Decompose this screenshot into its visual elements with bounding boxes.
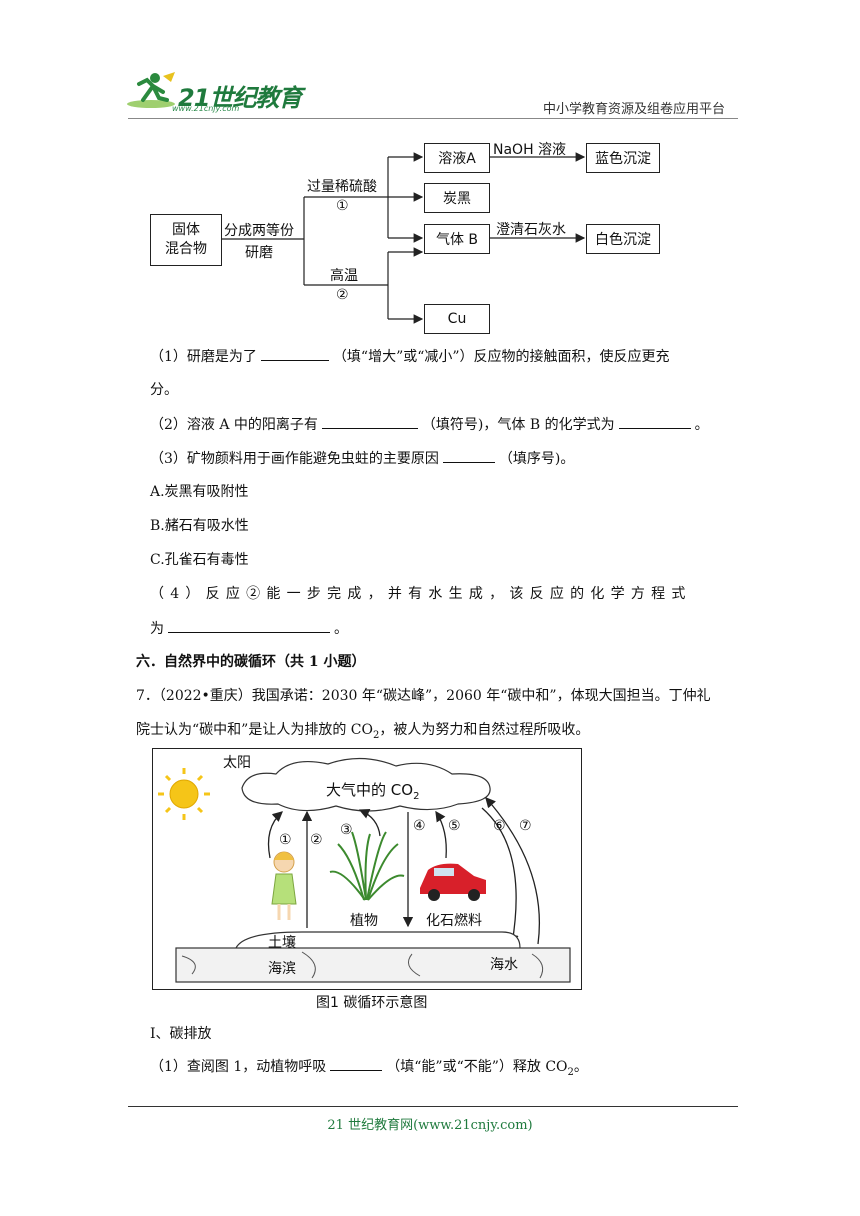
footer-text: 21 世纪教育网(www.21cnjy.com): [327, 1118, 533, 1133]
q2-text-b: （填符号)，气体 B 的化学式为: [421, 417, 615, 433]
sun-icon: [158, 768, 210, 820]
question-1: （1）研磨是为了 （填“增大”或“减小”）反应物的接触面积，使反应更充: [150, 346, 670, 367]
plant-icon: [329, 831, 405, 901]
logo-runner-icon: [125, 70, 177, 114]
mixture-label: 混合物: [165, 241, 207, 257]
fossil-fuel-label: 化石燃料: [426, 913, 482, 929]
plant-label: 植物: [350, 913, 378, 929]
step2-label: ②: [336, 287, 349, 303]
q2-text-c: 。: [694, 417, 709, 433]
option-b: B.赭石有吸水性: [150, 518, 249, 534]
q7-1-text-b: （填“能”或“不能”）释放 CO: [386, 1059, 568, 1075]
grind-label: 研磨: [245, 245, 273, 261]
car-icon: [420, 863, 486, 901]
shore-label: 海滨: [268, 961, 296, 977]
q2-blank-cations[interactable]: [321, 414, 418, 429]
naoh-label: NaOH 溶液: [493, 142, 567, 158]
sun-label: 太阳: [223, 755, 251, 771]
co2-subscript: 2: [372, 729, 380, 741]
part-1-heading: Ⅰ、碳排放: [150, 1026, 212, 1042]
solid-label: 固体: [172, 222, 200, 238]
option-c: C.孔雀石有毒性: [150, 552, 249, 568]
arrow-label-4: ④: [413, 818, 426, 834]
q1-text-b: （填“增大”或“减小”）反应物的接触面积，使反应更充: [332, 349, 670, 365]
box-solution-a: 溶液A: [424, 143, 490, 173]
q7-line2-b: ，被人为努力和自然过程所吸收。: [379, 722, 590, 738]
arrow-label-5: ⑤: [448, 818, 461, 834]
sea-label: 海水: [490, 957, 518, 973]
q4-text-b: 为: [150, 621, 164, 637]
question-4-line2: 为。: [150, 618, 348, 639]
q3-blank[interactable]: [442, 448, 495, 463]
section-6-heading: 六．自然界中的碳循环（共 1 小题）: [136, 654, 366, 670]
question-7-1: （1）查阅图 1，动植物呼吸 （填“能”或“不能”）释放 CO2。: [150, 1056, 588, 1083]
q7-1-blank[interactable]: [330, 1056, 383, 1071]
logo-text: 21世纪教育: [178, 84, 302, 112]
q7-1-subscript: 2: [567, 1066, 574, 1078]
box-blue-precipitate: 蓝色沉淀: [586, 143, 660, 173]
q7-line2-a: 院士认为“碳中和”是让人为排放的 CO: [136, 722, 373, 738]
q7-1-text-a: （1）查阅图 1，动植物呼吸: [150, 1059, 327, 1075]
q3-text-b: （填序号)。: [498, 451, 575, 467]
q2-blank-gas[interactable]: [618, 414, 691, 429]
cloud-icon: [241, 757, 491, 812]
header-divider: [128, 118, 738, 119]
arrow-label-3: ③: [340, 822, 353, 838]
question-2: （2）溶液 A 中的阳离子有 （填符号)，气体 B 的化学式为 。: [150, 414, 709, 435]
figure-caption: 图1 碳循环示意图: [316, 995, 428, 1011]
q3-text-a: （3）矿物颜料用于画作能避免虫蛀的主要原因: [150, 451, 439, 467]
ground-strip: [175, 947, 571, 983]
arrow-label-2: ②: [310, 832, 323, 848]
step1-label: ①: [336, 198, 349, 214]
box-white-precipitate: 白色沉淀: [586, 224, 660, 254]
question-7-line2: 院士认为“碳中和”是让人为排放的 CO2，被人为努力和自然过程所吸收。: [136, 720, 589, 746]
atmo-text: 大气中的 CO: [326, 781, 414, 799]
option-a: A.炭黑有吸附性: [150, 484, 249, 500]
arrow-label-6: ⑥: [493, 818, 506, 834]
q1-continued: 分。: [150, 382, 178, 398]
q1-blank[interactable]: [260, 346, 329, 361]
limewater-label: 澄清石灰水: [496, 222, 566, 238]
q1-text-a: （1）研磨是为了: [150, 349, 257, 365]
q2-text-a: （2）溶液 A 中的阳离子有: [150, 417, 318, 433]
logo-url: www.21cnjy.com: [172, 104, 240, 113]
soil-label: 土壤: [268, 935, 296, 951]
q4-blank[interactable]: [168, 618, 330, 633]
flow-lines: [222, 152, 586, 324]
carbon-cycle-figure: [152, 748, 582, 990]
q7-1-text-c: 。: [573, 1059, 588, 1075]
arrow-label-1: ①: [279, 832, 292, 848]
q4-text-c: 。: [334, 621, 348, 637]
acid-label: 过量稀硫酸: [307, 179, 377, 195]
box-gas-b: 气体 B: [424, 224, 490, 254]
header-platform-text: 中小学教育资源及组卷应用平台: [542, 102, 725, 117]
question-4: （ 4 ） 反 应 ② 能 一 步 完 成 ， 并 有 水 生 成 ， 该 反 …: [150, 586, 687, 602]
atmo-subscript: 2: [413, 791, 420, 802]
heat-label: 高温: [330, 268, 358, 284]
footer-divider: [128, 1106, 738, 1107]
question-3: （3）矿物颜料用于画作能避免虫蛀的主要原因 （填序号)。: [150, 448, 574, 469]
question-7-line1: 7．（2022•重庆）我国承诺：2030 年“碳达峰”，2060 年“碳中和”，…: [136, 688, 711, 704]
box-solid-mixture: 固体 混合物: [150, 214, 222, 266]
box-copper: Cu: [424, 304, 490, 334]
box-carbon-black: 炭黑: [424, 183, 490, 213]
carbon-cycle-drawing: [158, 757, 571, 983]
split-label: 分成两等份: [224, 223, 294, 239]
atmosphere-co2-label: 大气中的 CO2: [326, 779, 419, 802]
person-icon: [271, 851, 297, 920]
arrow-label-7: ⑦: [519, 818, 532, 834]
